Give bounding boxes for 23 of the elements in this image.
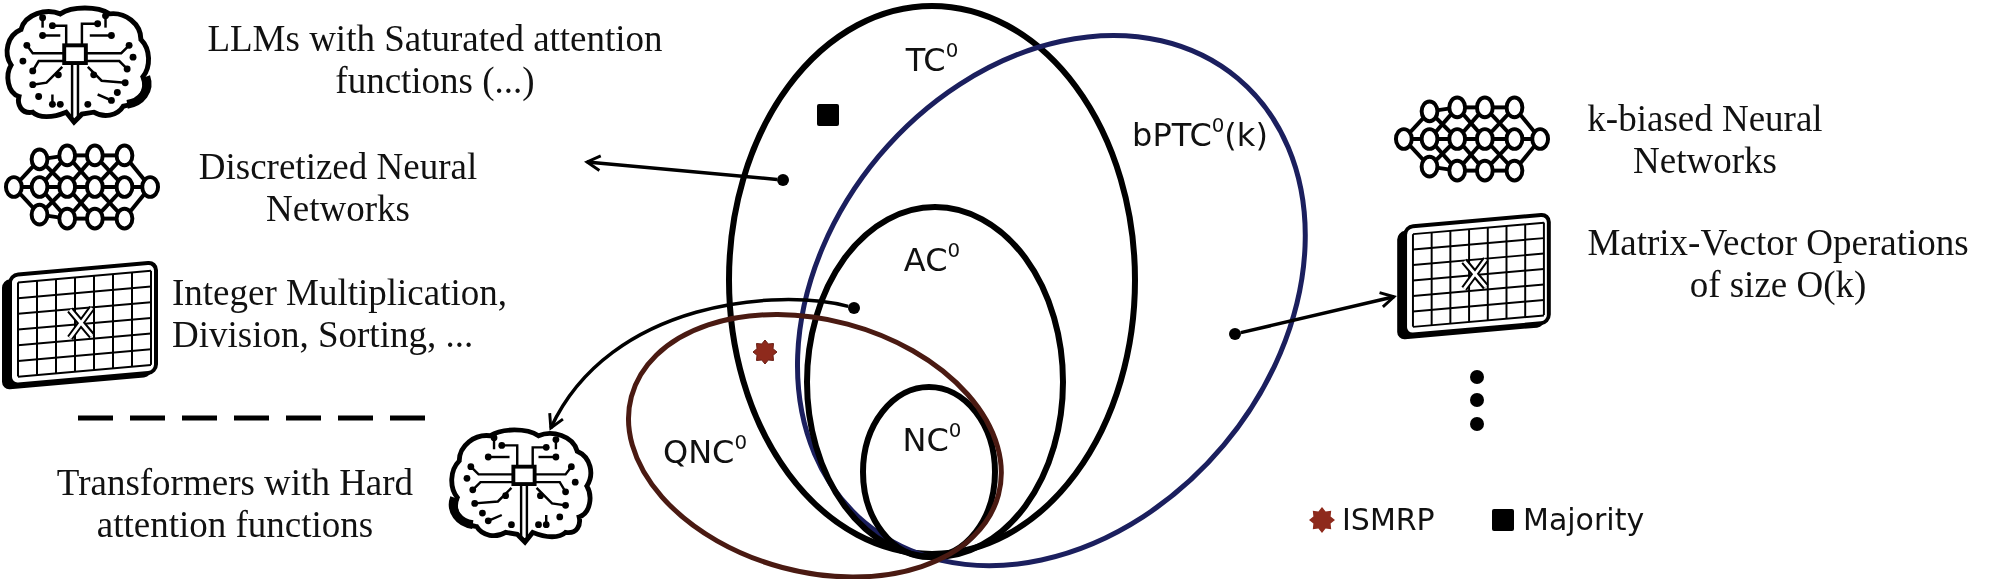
description-text: Discretized Neural Networks [197,146,479,230]
set-label: TC$^{0}$ [905,41,959,79]
number-grid-drawing [1394,214,1554,342]
set-label: bPTC$^{0}$(k) [1132,116,1268,154]
description-text: Integer Multiplication, Division, Sorting, ... [172,272,508,356]
legend-label: Majority [1523,501,1645,539]
description-text: Matrix-Vector Operations of size O(k) [1586,222,1970,306]
connector-dot [1229,328,1241,340]
set-label: AC$^{0}$ [903,241,961,279]
set-label: QNC$^{0}$ [662,433,748,471]
description-text: k-biased Neural Networks [1586,98,1824,182]
connector-dot [848,302,860,314]
set-ellipse [794,33,1308,569]
arrow [585,154,778,182]
arrow [1240,291,1396,335]
description-text: LLMs with Saturated attention functions (...) [206,18,664,102]
connector-dot [777,174,789,186]
set-ellipse [860,384,998,560]
set-label: NC$^{0}$ [902,421,962,459]
set-ellipse [804,204,1066,560]
legend-label: ISMRP [1342,501,1435,539]
description-text: Transformers with Hard attention functions [55,462,415,546]
arrow [549,297,849,430]
